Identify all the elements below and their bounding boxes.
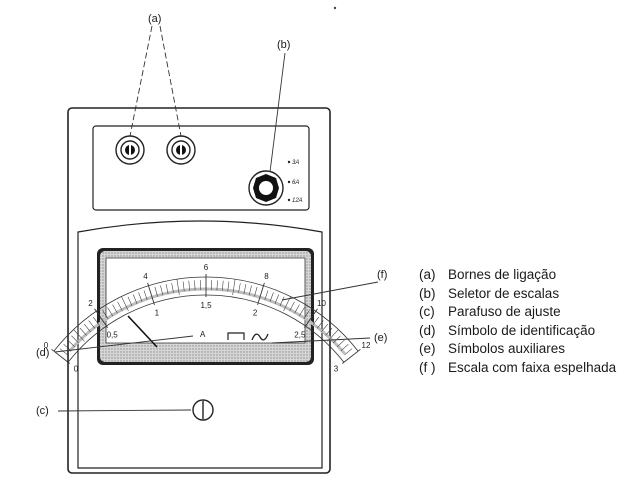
- speck: [334, 7, 336, 9]
- legend: (a) Bornes de ligação (b) Seletor de esc…: [419, 266, 624, 378]
- scale-number-lower: 0,5: [107, 330, 119, 339]
- legend-key: (b): [419, 285, 448, 304]
- scale-number-lower: 2: [253, 308, 258, 317]
- legend-key: (c): [419, 303, 448, 322]
- legend-key: (f ): [419, 359, 448, 378]
- callout-c: (c): [36, 405, 49, 417]
- legend-item: (c) Parafuso de ajuste: [419, 303, 624, 322]
- legend-text: Símbolos auxiliares: [448, 340, 565, 359]
- scale-tick: [337, 340, 344, 347]
- range-label-3a: 3A: [292, 160, 299, 166]
- callout-a: (a): [148, 13, 161, 25]
- zero-adjust-screw[interactable]: [193, 400, 213, 420]
- legend-item: (f ) Escala com faixa espelhada: [419, 359, 624, 378]
- legend-text: Parafuso de ajuste: [448, 303, 561, 322]
- scale-number-lower: 2,5: [294, 330, 306, 339]
- legend-item: (b) Seletor de escalas: [419, 285, 624, 304]
- callout-d: (d): [36, 347, 49, 359]
- scale-number-upper: 4: [143, 272, 148, 281]
- legend-text: Escala com faixa espelhada: [448, 359, 616, 378]
- scale-number-upper: 10: [317, 299, 326, 308]
- range-label-12a: 12A: [292, 198, 303, 204]
- terminal-left[interactable]: [116, 136, 144, 164]
- scale-tick: [341, 344, 348, 351]
- legend-key: (a): [419, 266, 448, 285]
- unit-symbol: A: [200, 330, 206, 339]
- scale-number-upper: 8: [264, 272, 269, 281]
- range-selector-knob[interactable]: [249, 171, 283, 205]
- legend-item: (e) Símbolos auxiliares: [419, 340, 624, 359]
- scale-number-lower: 1: [155, 308, 160, 317]
- legend-text: Bornes de ligação: [448, 266, 556, 285]
- scale-number-lower: 0: [74, 364, 79, 373]
- scale-number-upper: 2: [88, 299, 93, 308]
- callout-f: (f): [377, 269, 387, 281]
- scale-number-lower: 1,5: [200, 301, 212, 310]
- callout-e: (e): [374, 332, 387, 344]
- scale-number-lower: 3: [334, 364, 339, 373]
- terminal-right[interactable]: [167, 136, 195, 164]
- scale-tick: [342, 349, 360, 363]
- legend-item: (a) Bornes de ligação: [419, 266, 624, 285]
- legend-text: Símbolo de identificação: [448, 322, 595, 341]
- legend-key: (e): [419, 340, 448, 359]
- range-label-6a: 6A: [292, 180, 299, 186]
- legend-text: Seletor de escalas: [448, 285, 559, 304]
- scale-tick: [344, 349, 352, 355]
- legend-item: (d) Símbolo de identificação: [419, 322, 624, 341]
- scale-number-upper: 6: [204, 263, 209, 272]
- legend-key: (d): [419, 322, 448, 341]
- scale-number-upper: 12: [362, 341, 371, 350]
- callout-b: (b): [277, 39, 290, 51]
